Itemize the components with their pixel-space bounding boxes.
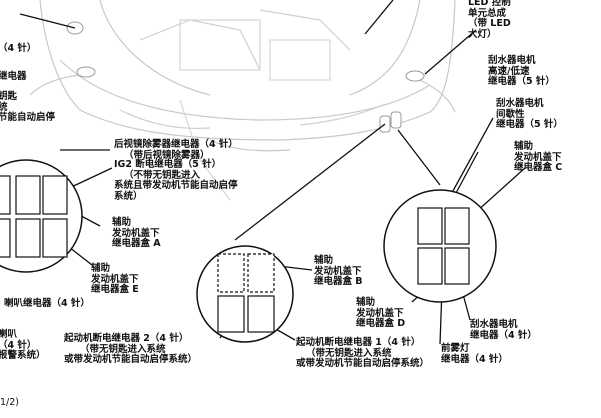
label-aux-box-a: 辅助 发动机盖下 继电器盒 A [112,217,161,249]
label-aux-box-c: 辅助 发动机盖下 继电器盒 C [514,141,563,173]
page-marker: 1/2) [0,397,19,408]
label-wiper-int-relay: 刮水器电机 间歇性 继电器（5 针） [496,98,563,130]
label-aux-box-e: 辅助 发动机盖下 继电器盒 E [91,263,139,295]
label-aux-box-b: 辅助 发动机盖下 继电器盒 B [314,255,363,287]
vehicle-outline [29,0,456,201]
relay-circle-right [383,189,497,303]
label-fog-lamp-relay: 前雾灯 继电器（4 针） [441,343,508,365]
label-starter-cut-relay-2: 起动机断电继电器 2（4 针） （带无钥匙进入系统 或带发动机节能自动启停系统） [64,333,198,365]
relay-circle-left [0,159,83,273]
label-left-4pin: （4 针） [0,43,37,54]
relay-circle-middle [196,245,294,343]
label-starter-cut-relay-1: 起动机断电继电器 1（4 针） （带无钥匙进入系统 或带发动机节能自动启停系统） [296,337,430,369]
label-ig2-relay: IG2 断电继电器（5 针） （不带无钥匙进入 系统且带发动机节能自动启停 系统… [114,159,238,202]
label-left-bottom: 喇叭 （4 针） 报警系统） [0,329,46,361]
label-horn-relay: 喇叭继电器（4 针） [4,298,90,309]
label-aux-box-d: 辅助 发动机盖下 继电器盒 D [356,297,406,329]
label-wiper-hi-lo-relay: 刮水器电机 高速/低速 继电器（5 针） [488,55,555,87]
label-wiper-relay-4pin: 刮水器电机 继电器（4 针） [470,319,537,341]
label-mirror-defog-relay: 后视镜除雾器继电器（4 针） （带后视镜除雾器） [114,139,238,161]
headlamp-left-icon [66,21,96,78]
label-left-key: 钥匙 统 节能自动启停 [0,91,56,123]
label-led-unit: LED 控制 单元总成 （带 LED 大灯） [468,0,511,40]
headlamp-right-icon [379,70,425,133]
label-left-relay: 继电器 [0,71,27,82]
